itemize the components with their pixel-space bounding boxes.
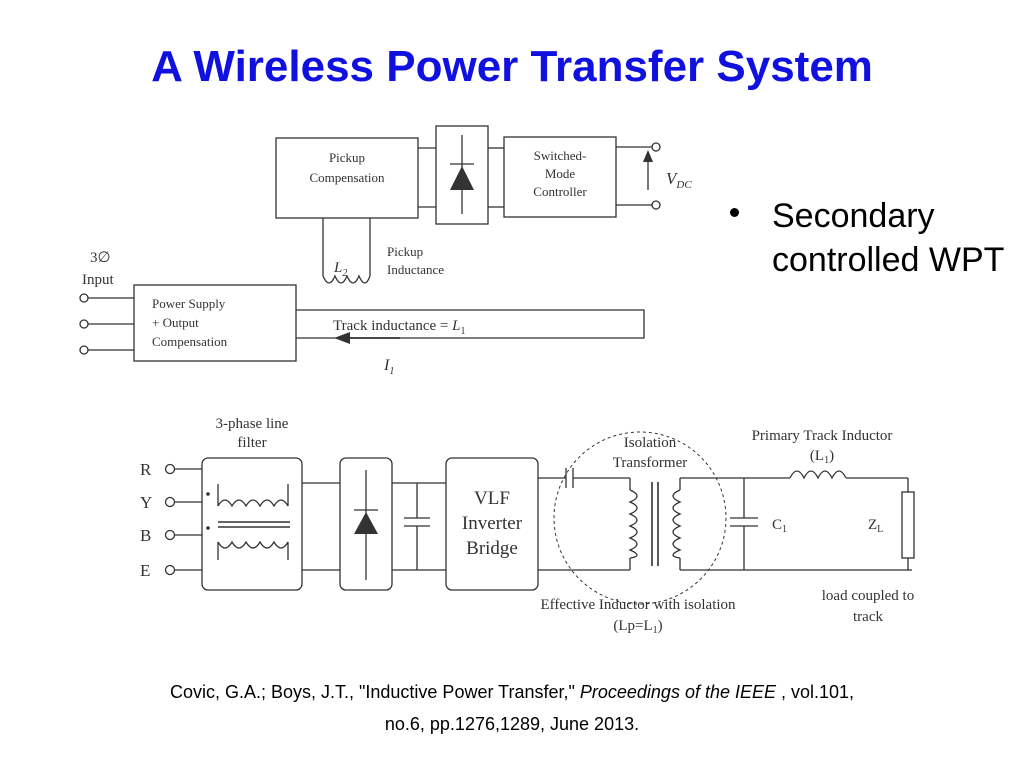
pickup-comp-line2: Compensation	[309, 170, 385, 185]
pickup-compensation-box	[275, 137, 419, 219]
rectifier-box-bottom	[339, 457, 393, 591]
citation-pages: no.6, pp.1276,1289, June 2013.	[384, 714, 640, 734]
ps-line1: Power Supply	[152, 296, 226, 311]
iso-line1: Isolation	[624, 435, 677, 451]
pickup-ind-line1: Pickup	[387, 244, 423, 259]
iso-line2: Transformer	[613, 455, 687, 471]
rectifier-box-top	[435, 125, 489, 225]
load-resistor	[901, 491, 915, 559]
vlf-line3: Bridge	[466, 538, 518, 559]
vlf-inverter-box	[445, 457, 539, 591]
pickup-comp-line1: Pickup	[329, 150, 365, 165]
citation-volume: , vol.101,	[776, 682, 855, 702]
citation: Covic, G.A.; Boys, J.T., "Inductive Powe…	[60, 676, 964, 740]
filter-line2: filter	[237, 435, 266, 451]
zl-label: ZL	[868, 517, 883, 535]
isolation-circle	[553, 431, 727, 605]
ps-line2: + Output	[152, 315, 199, 330]
primary-line1: Primary Track Inductor	[752, 428, 893, 444]
phase-b: B	[140, 526, 151, 545]
track-label: Track inductance = L1	[333, 318, 465, 337]
bullet-text: Secondary controlled WPT	[772, 197, 1005, 279]
input-line2: Input	[82, 272, 114, 288]
phase-r: R	[140, 460, 152, 479]
smc-line2: Mode	[545, 166, 576, 181]
i1-label: I1	[383, 357, 394, 377]
phase-y: Y	[140, 493, 152, 512]
eff-line1: Effective Inductor with isolation	[540, 597, 736, 613]
vlf-line2: Inverter	[462, 513, 523, 534]
switched-mode-controller-box	[503, 136, 617, 218]
load-line1: load coupled to	[822, 588, 914, 604]
vdc-label: VDC	[666, 169, 692, 191]
filter-line1: 3-phase line	[216, 416, 289, 432]
l2-label: L2	[333, 260, 347, 279]
ps-line3: Compensation	[152, 334, 228, 349]
slide-title: A Wireless Power Transfer System	[151, 42, 873, 91]
vlf-line1: VLF	[474, 488, 510, 509]
citation-journal: Proceedings of the IEEE	[579, 682, 776, 702]
phase-e: E	[140, 561, 150, 580]
pickup-ind-line2: Inductance	[387, 262, 444, 277]
c1-label: C1	[772, 517, 787, 535]
primary-line2: (L1)	[810, 448, 834, 466]
bullet-marker	[730, 208, 739, 217]
smc-line1: Switched-	[534, 148, 587, 163]
line-filter-box	[201, 457, 303, 591]
input-line1: 3∅	[90, 250, 111, 266]
smc-line3: Controller	[533, 184, 587, 199]
eff-line2: (Lp=L1)	[613, 618, 662, 636]
citation-authors: Covic, G.A.; Boys, J.T., "Inductive Powe…	[169, 682, 580, 702]
load-line2: track	[853, 609, 883, 625]
power-supply-box	[133, 284, 297, 362]
